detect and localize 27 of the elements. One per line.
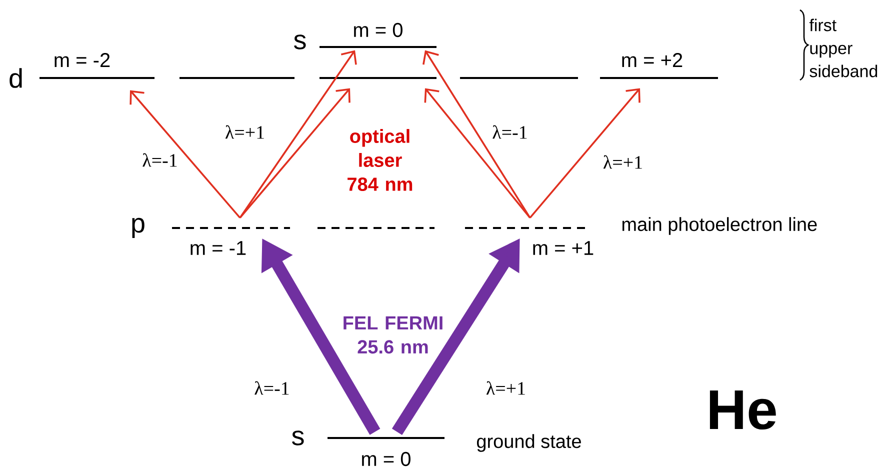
- label: optical laser 784 nm: [348, 129, 412, 191]
- arrow: [422, 50, 531, 218]
- energy-level: m = -1: [172, 227, 290, 255]
- edge-label: λ=+1: [486, 381, 525, 395]
- edge-label: λ=-1: [254, 381, 289, 395]
- label: FEL FERMI 25.6 nm: [344, 316, 442, 354]
- energy-level: m = 0: [320, 22, 436, 48]
- edge-label: λ=+1: [225, 125, 264, 139]
- arrow: [424, 88, 531, 218]
- arrow: [239, 50, 357, 218]
- edge-label: λ=-1: [492, 125, 527, 139]
- element-label: He: [710, 390, 776, 430]
- bracket-label: first upper sideband: [809, 18, 878, 78]
- arrow: [130, 90, 241, 218]
- edge-label: λ=-1: [142, 153, 177, 167]
- energy-level: m = +2: [600, 53, 718, 79]
- energy-level: m = 0 ground state: [328, 434, 581, 466]
- label: s: [294, 34, 306, 50]
- energy-level: m = -2: [40, 53, 154, 79]
- edge-label: λ=+1: [603, 155, 642, 169]
- label: p: [132, 218, 144, 238]
- label: main photoelectron line: [622, 217, 817, 235]
- label: s: [292, 430, 304, 446]
- label: d: [10, 68, 22, 88]
- energy-level: m = +1: [465, 227, 594, 255]
- arrow: [529, 88, 640, 218]
- arrow: [239, 88, 350, 218]
